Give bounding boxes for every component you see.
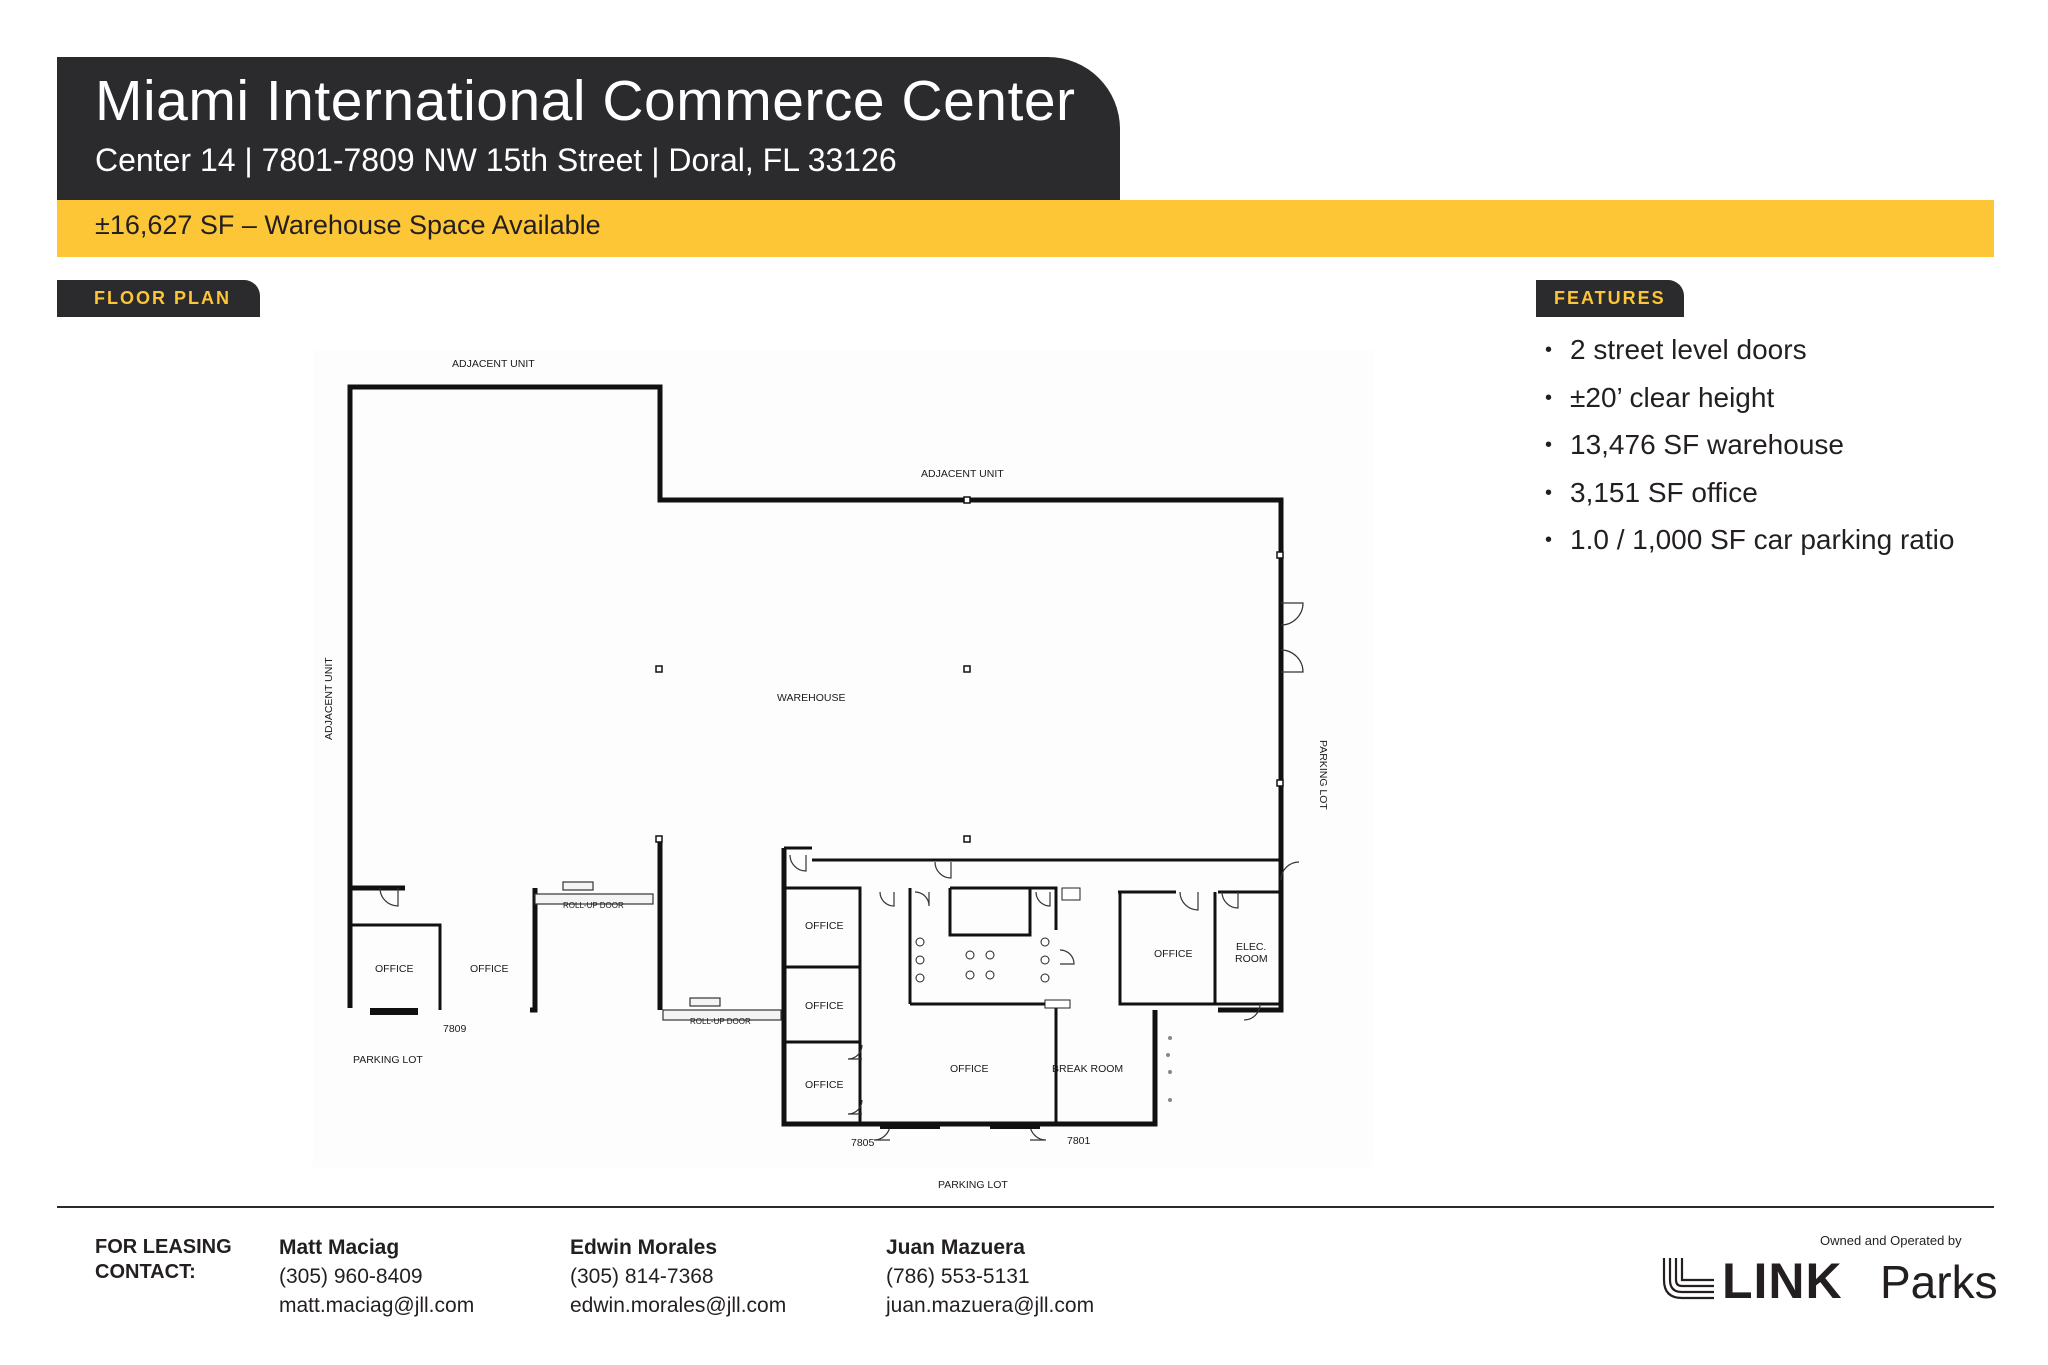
link-parks-logo: LINK Parks [1662, 1253, 1998, 1309]
owned-by-text: Owned and Operated by [1820, 1233, 1962, 1248]
contact-card: Edwin Morales (305) 814-7368 edwin.moral… [570, 1233, 786, 1320]
label-office-g: OFFICE [1154, 948, 1193, 960]
logo-word-bold: LINK [1722, 1253, 1843, 1309]
feature-item: •1.0 / 1,000 SF car parking ratio [1545, 520, 1954, 568]
contact-name: Edwin Morales [570, 1236, 718, 1259]
columns [655, 496, 1284, 843]
label-adjacent-mid: ADJACENT UNIT [921, 468, 1004, 480]
features-tab-label: FEATURES [1554, 288, 1666, 308]
floor-plan-background [313, 350, 1373, 1167]
availability-banner [57, 200, 1994, 257]
bullet-icon: • [1545, 529, 1553, 551]
label-office-d: OFFICE [805, 1000, 844, 1012]
label-adjacent-left: ADJACENT UNIT [323, 657, 335, 740]
page-title: Miami International Commerce Center [95, 69, 1076, 133]
label-office-a: OFFICE [375, 963, 414, 975]
footer-divider [57, 1206, 1994, 1208]
label-break-room: BREAK ROOM [1052, 1063, 1123, 1075]
restroom-fixtures [915, 887, 1081, 1009]
label-rollup-door-2: ROLL-UP DOOR [690, 1017, 751, 1026]
contact-phone[interactable]: (786) 553-5131 [886, 1265, 1030, 1288]
door-swings [379, 602, 1304, 1141]
contact-name: Juan Mazuera [886, 1236, 1025, 1259]
link-parks-lines-icon [1662, 1258, 1714, 1300]
label-rollup-door-1: ROLL-UP DOOR [563, 901, 624, 910]
label-office-e: OFFICE [805, 1079, 844, 1091]
floor-plan-tab: FLOOR PLAN [57, 280, 260, 317]
feature-item: •13,476 SF warehouse [1545, 425, 1954, 473]
label-elec-room-2: ROOM [1235, 953, 1268, 965]
bullet-icon: • [1545, 434, 1553, 456]
entry-doors [370, 1008, 1040, 1129]
leasing-label: FOR LEASING CONTACT: [95, 1236, 232, 1283]
contact-email[interactable]: juan.mazuera@jll.com [886, 1294, 1095, 1317]
feature-item: •±20’ clear height [1545, 378, 1954, 426]
contact-phone[interactable]: (305) 960-8409 [279, 1265, 423, 1288]
feature-item: •2 street level doors [1545, 330, 1954, 378]
label-office-f: OFFICE [950, 1063, 989, 1075]
contact-name: Matt Maciag [279, 1236, 400, 1259]
title-bar [57, 57, 1120, 200]
contact-card: Matt Maciag (305) 960-8409 matt.maciag@j… [279, 1233, 474, 1320]
contact-card: Juan Mazuera (786) 553-5131 juan.mazuera… [886, 1233, 1094, 1320]
availability-text: ±16,627 SF – Warehouse Space Available [95, 210, 601, 240]
contact-email[interactable]: edwin.morales@jll.com [570, 1294, 787, 1317]
label-office-b: OFFICE [470, 963, 509, 975]
label-unit-7801: 7801 [1067, 1135, 1091, 1147]
label-unit-7805: 7805 [851, 1137, 875, 1149]
bullet-icon: • [1545, 481, 1553, 504]
rollup-doors [534, 881, 782, 1021]
interior-walls [350, 846, 1281, 1124]
landscape-dots [1166, 1036, 1172, 1102]
label-parking-right: PARKING LOT [1317, 740, 1329, 810]
label-parking-left: PARKING LOT [353, 1054, 423, 1066]
feature-item: •3,151 SF office [1545, 473, 1954, 521]
label-unit-7809: 7809 [443, 1023, 467, 1035]
page-subtitle: Center 14 | 7801-7809 NW 15th Street | D… [95, 142, 897, 178]
bullet-icon: • [1545, 339, 1553, 361]
contact-phone[interactable]: (305) 814-7368 [570, 1265, 714, 1288]
label-warehouse: WAREHOUSE [777, 692, 845, 704]
bullet-icon: • [1545, 386, 1553, 409]
label-parking-bottom: PARKING LOT [938, 1179, 1008, 1191]
label-adjacent-top: ADJACENT UNIT [452, 358, 535, 370]
label-office-c: OFFICE [805, 920, 844, 932]
contact-email[interactable]: matt.maciag@jll.com [279, 1294, 475, 1317]
features-tab: FEATURES [1536, 280, 1684, 317]
label-elec-room-1: ELEC. [1236, 941, 1266, 953]
floor-plan-tab-label: FLOOR PLAN [94, 288, 231, 308]
features-list: •2 street level doors •±20’ clear height… [1545, 330, 1954, 568]
logo-word-light: Parks [1880, 1256, 1998, 1308]
